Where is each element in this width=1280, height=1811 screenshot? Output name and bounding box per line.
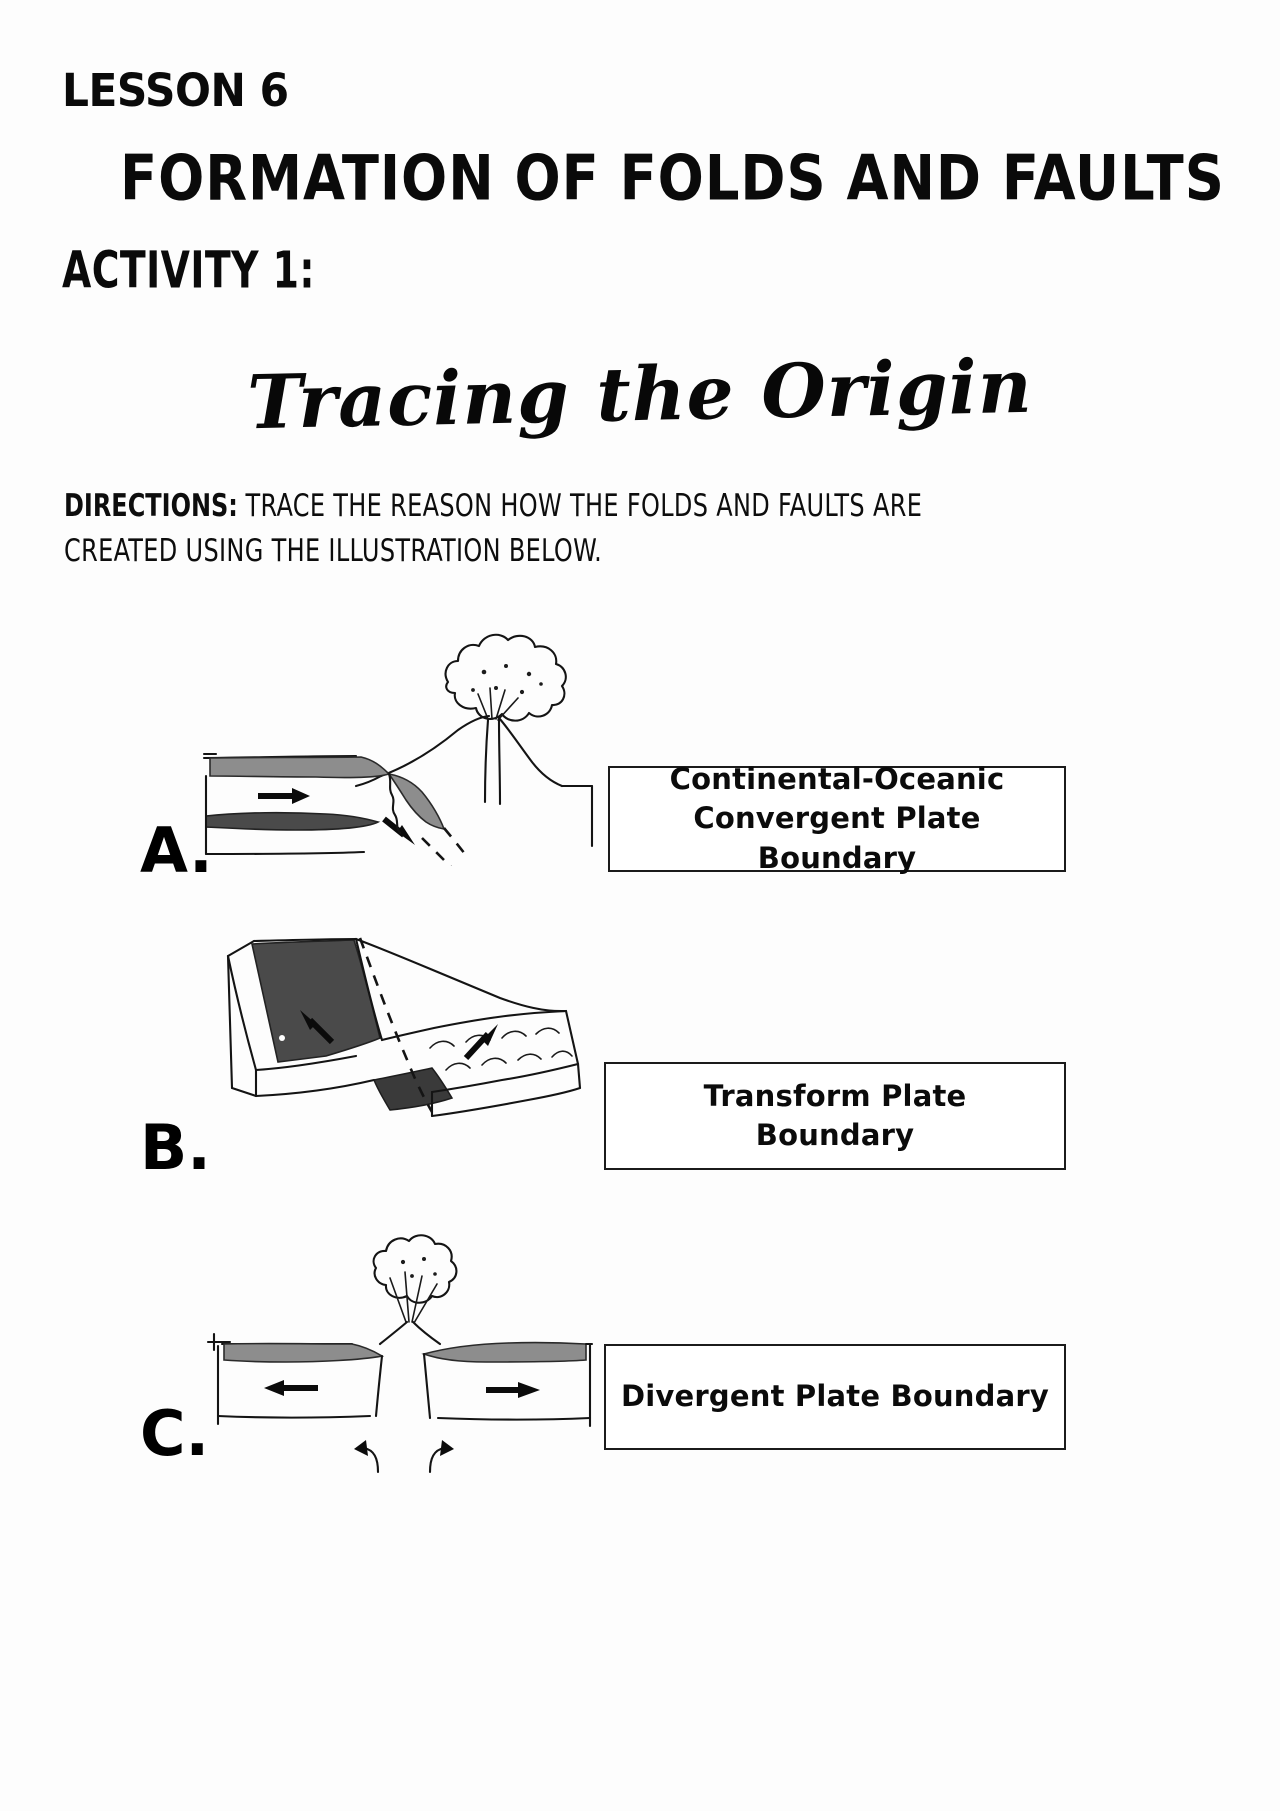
- label-box-b[interactable]: Transform Plate Boundary: [604, 1062, 1066, 1170]
- plate-motion-arrow-right: [258, 788, 310, 804]
- label-box-b-line1: Transform Plate Boundary: [703, 1078, 967, 1152]
- lesson-heading: LESSON 6: [62, 64, 289, 117]
- diagram-divergent-rift: [200, 1226, 600, 1496]
- diagram-subduction-volcano: [196, 606, 596, 866]
- activity-script-title: Tracing the Origin: [246, 343, 1034, 447]
- item-letter-c: C.: [140, 1397, 210, 1470]
- page-title: FORMATION OF FOLDS AND FAULTS: [120, 142, 1225, 216]
- divergent-arrow-left: [264, 1380, 318, 1396]
- directions-body: TRACE THE REASON HOW THE FOLDS AND FAULT…: [64, 488, 923, 569]
- label-box-c-line1: Divergent Plate Boundary: [621, 1379, 1049, 1414]
- label-box-a-line1: Continental-Oceanic: [669, 762, 1005, 797]
- transform-arrow-left: [300, 1010, 335, 1045]
- transform-arrow-right: [463, 1024, 498, 1061]
- label-box-a-line2: Convergent Plate Boundary: [693, 801, 981, 875]
- directions-label: DIRECTIONS:: [64, 488, 238, 524]
- label-box-b-text: Transform Plate Boundary: [620, 1077, 1050, 1155]
- convection-arrow-right: [428, 1440, 454, 1474]
- transform-block-sketch: [226, 937, 582, 1118]
- label-box-c-text: Divergent Plate Boundary: [621, 1377, 1049, 1416]
- diagram-transform-block: [214, 910, 594, 1170]
- divergent-arrow-right: [486, 1382, 540, 1398]
- label-box-a-text: Continental-Oceanic Convergent Plate Bou…: [624, 760, 1050, 877]
- activity-heading: ACTIVITY 1:: [62, 241, 315, 301]
- item-letter-b: B.: [140, 1111, 211, 1184]
- label-box-c[interactable]: Divergent Plate Boundary: [604, 1344, 1066, 1450]
- subduction-volcano-sketch: [202, 633, 594, 866]
- label-box-a[interactable]: Continental-Oceanic Convergent Plate Bou…: [608, 762, 1066, 875]
- directions-paragraph: DIRECTIONS: TRACE THE REASON HOW THE FOL…: [64, 484, 933, 574]
- convection-arrow-left: [354, 1440, 380, 1474]
- item-letter-a: A.: [140, 814, 213, 887]
- divergent-rift-sketch: [206, 1234, 594, 1474]
